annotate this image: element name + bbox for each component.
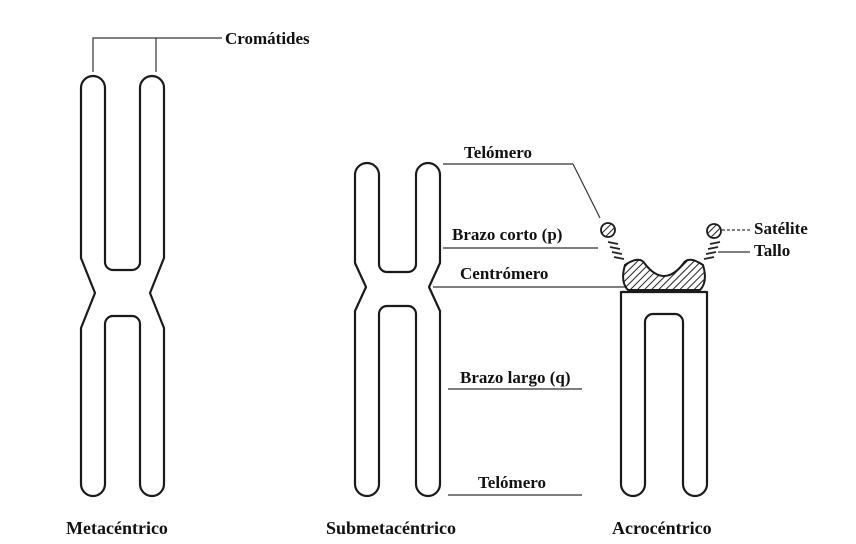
label-telomero-bottom: Telómero <box>478 473 546 492</box>
cromatides-bracket <box>93 38 156 72</box>
left-stalk <box>608 242 624 259</box>
label-satelite: Satélite <box>754 219 808 238</box>
label-brazo-largo: Brazo largo (q) <box>460 368 570 387</box>
acrocentric-chromosome <box>601 223 721 496</box>
label-telomero-top: Telómero <box>464 143 532 162</box>
right-satellite <box>707 224 721 238</box>
left-satellite <box>601 223 615 237</box>
label-brazo-corto: Brazo corto (p) <box>452 225 562 244</box>
label-tallo: Tallo <box>754 241 790 260</box>
label-cromatides: Cromátides <box>225 29 310 48</box>
submetacentric-chromosome <box>355 163 440 496</box>
caption-metacentrico: Metacéntrico <box>66 518 168 538</box>
label-centromero: Centrómero <box>460 264 548 283</box>
caption-acrocentrico: Acrocéntrico <box>612 518 712 538</box>
caption-submetacentrico: Submetacéntrico <box>326 518 456 538</box>
right-stalk <box>704 242 720 259</box>
metacentric-chromosome <box>81 38 222 496</box>
acrocentric-centromere <box>623 260 705 290</box>
